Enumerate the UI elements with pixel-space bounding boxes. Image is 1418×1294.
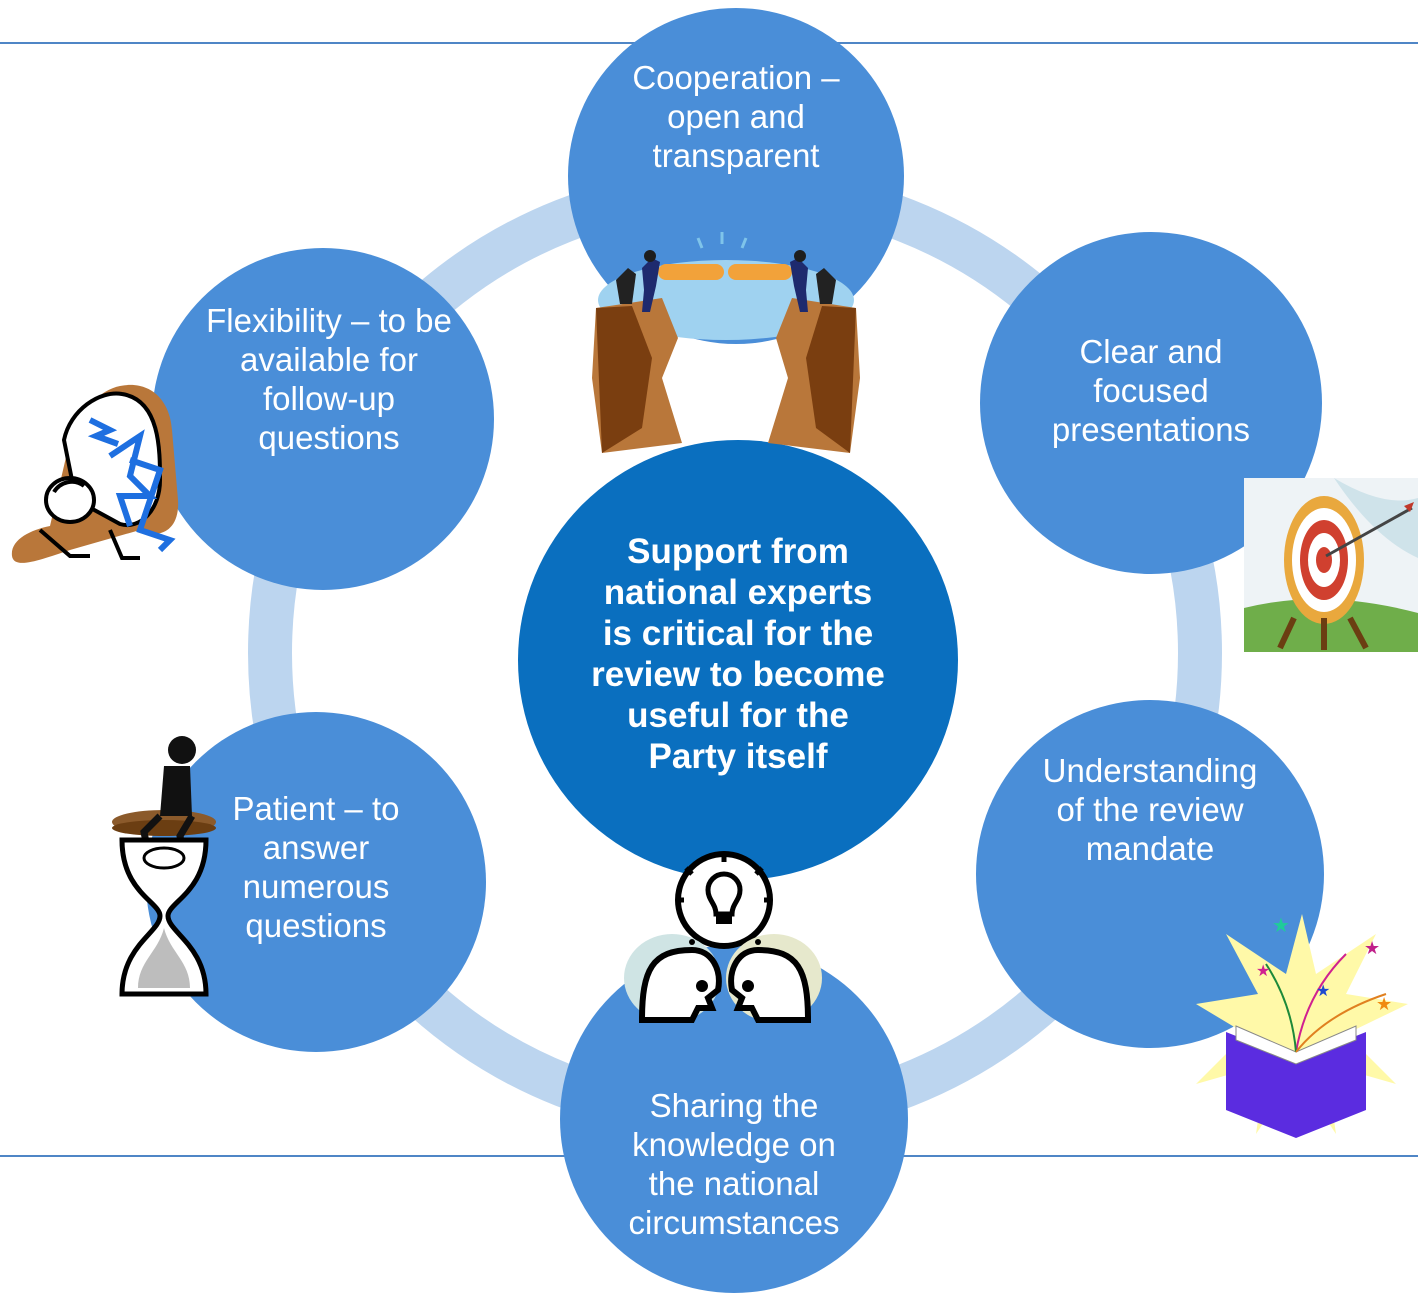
node-sharing-knowledge: Sharing the knowledge on the national ci… — [560, 945, 908, 1293]
svg-text:★: ★ — [1364, 938, 1380, 959]
node-flexibility: Flexibility – to be available for follow… — [152, 248, 494, 590]
hourglass-person-icon — [112, 736, 216, 997]
target-arrow-icon — [1244, 478, 1418, 652]
open-book-stars-icon: ★ ★ ★ ★ ★ — [1196, 914, 1408, 1138]
node-patient-label: Patient – to answer numerous questions — [232, 790, 400, 944]
svg-text:★: ★ — [1316, 981, 1330, 1000]
center-node: Support from national experts is critica… — [518, 440, 958, 880]
node-cooperation-label: Cooperation – open and transparent — [632, 58, 840, 174]
bridge-handshake-icon — [592, 232, 860, 453]
node-sharing-knowledge-label: Sharing the knowledge on the national ci… — [628, 1087, 840, 1241]
idea-heads-icon — [624, 851, 822, 1023]
center-node-label: Support from national experts is critica… — [591, 532, 885, 776]
node-flexibility-label: Flexibility – to be available for follow… — [206, 302, 452, 456]
node-cooperation: Cooperation – open and transparent — [568, 8, 904, 344]
svg-text:★: ★ — [1272, 914, 1290, 937]
node-understanding-mandate-label: Understanding of the review mandate — [1042, 751, 1258, 867]
node-clear-presentations-label: Clear and focused presentations — [1051, 332, 1251, 448]
svg-text:★: ★ — [1376, 994, 1392, 1015]
bowing-person-icon — [11, 384, 179, 563]
svg-text:★: ★ — [1256, 961, 1270, 980]
